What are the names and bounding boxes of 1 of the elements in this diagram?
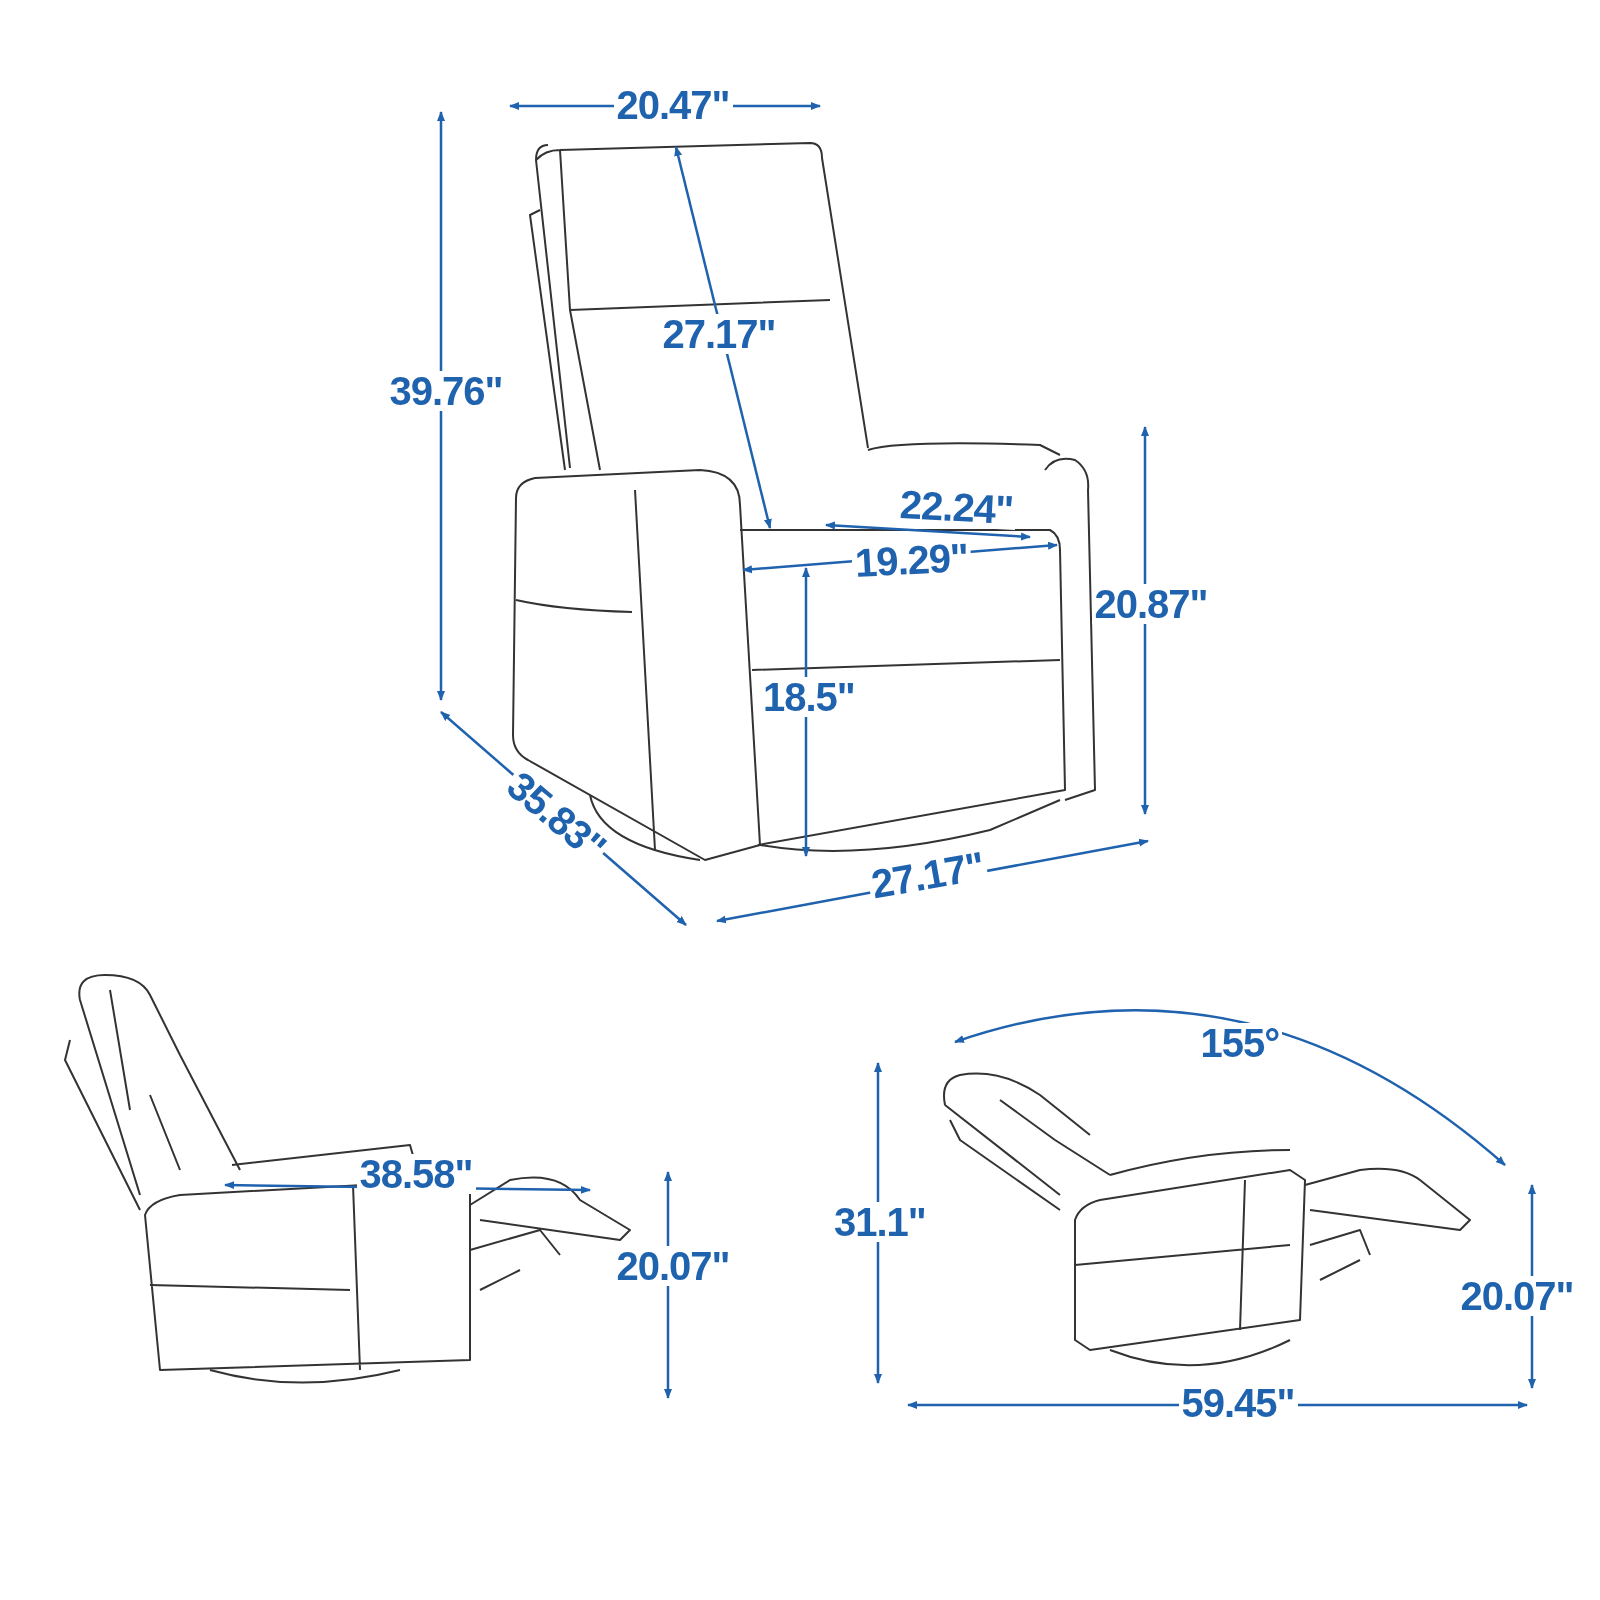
dimension-label: 38.58" <box>356 1154 476 1194</box>
